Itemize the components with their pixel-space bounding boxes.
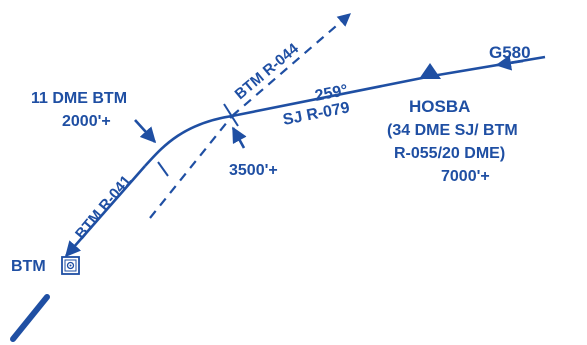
triangle-waypoint-icon xyxy=(419,63,441,79)
vor-dme-icon xyxy=(61,256,80,275)
navaid-name: BTM xyxy=(11,258,46,275)
turn-fix-altitude: 2000'+ xyxy=(62,113,111,130)
fix-description-line1: (34 DME SJ/ BTM xyxy=(387,122,518,139)
airway-label: G580 xyxy=(489,43,531,62)
fix-name: HOSBA xyxy=(409,97,470,116)
dashed-radial-upper xyxy=(231,13,351,117)
airway-direction-arrow xyxy=(495,55,524,71)
dme-fix-tick xyxy=(157,161,169,177)
airway-g580-line xyxy=(431,55,546,78)
final-leg-radial: BTM R-041 xyxy=(72,172,135,242)
turn-fix-dme: 11 DME BTM xyxy=(31,90,127,107)
fix-description-line2: R-055/20 DME) xyxy=(394,145,505,162)
turn-arc xyxy=(144,114,233,167)
crossing-altitude: 3500'+ xyxy=(229,162,278,179)
turn-point-tick xyxy=(223,103,239,127)
inbound-course: 259° xyxy=(314,82,350,105)
dme-pointer-arrow xyxy=(134,119,157,144)
final-leg-line xyxy=(64,165,146,258)
fix-altitude: 7000'+ xyxy=(441,168,490,185)
runway-extension-bar xyxy=(10,294,50,342)
altitude-pointer-arrow xyxy=(231,126,247,149)
inbound-leg-line xyxy=(231,74,433,118)
dashed-radial-label: BTM R-044 xyxy=(232,40,303,103)
dashed-radial-lower xyxy=(149,115,233,219)
